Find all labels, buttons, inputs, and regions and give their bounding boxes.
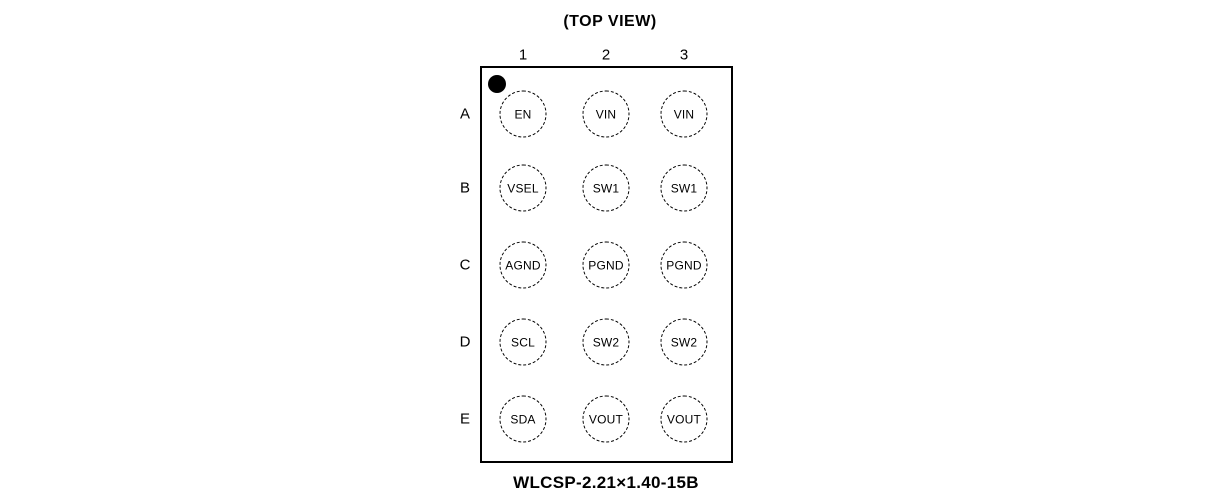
pin-c3: PGND <box>660 241 708 289</box>
row-label-c: C <box>459 256 471 274</box>
pin-a1: EN <box>499 90 547 138</box>
pin-a3: VIN <box>660 90 708 138</box>
row-label-d: D <box>459 333 471 351</box>
pin-a2: VIN <box>582 90 630 138</box>
pin-e1: SDA <box>499 395 547 443</box>
pin-d2: SW2 <box>582 318 630 366</box>
column-header-2: 2 <box>601 46 611 64</box>
row-label-e: E <box>459 410 471 428</box>
pin-e3: VOUT <box>660 395 708 443</box>
column-header-3: 3 <box>679 46 689 64</box>
top-view-title: (TOP VIEW) <box>563 13 657 30</box>
row-label-a: A <box>459 105 471 123</box>
pin-d1: SCL <box>499 318 547 366</box>
pin-c1: AGND <box>499 241 547 289</box>
pin-b3: SW1 <box>660 164 708 212</box>
package-name-label: WLCSP-2.21×1.40-15B <box>513 473 699 492</box>
row-label-b: B <box>459 179 471 197</box>
pin1-marker-dot <box>488 75 506 93</box>
column-header-1: 1 <box>518 46 528 64</box>
pin-b2: SW1 <box>582 164 630 212</box>
pin-d3: SW2 <box>660 318 708 366</box>
pin-c2: PGND <box>582 241 630 289</box>
pin-e2: VOUT <box>582 395 630 443</box>
pin-b1: VSEL <box>499 164 547 212</box>
